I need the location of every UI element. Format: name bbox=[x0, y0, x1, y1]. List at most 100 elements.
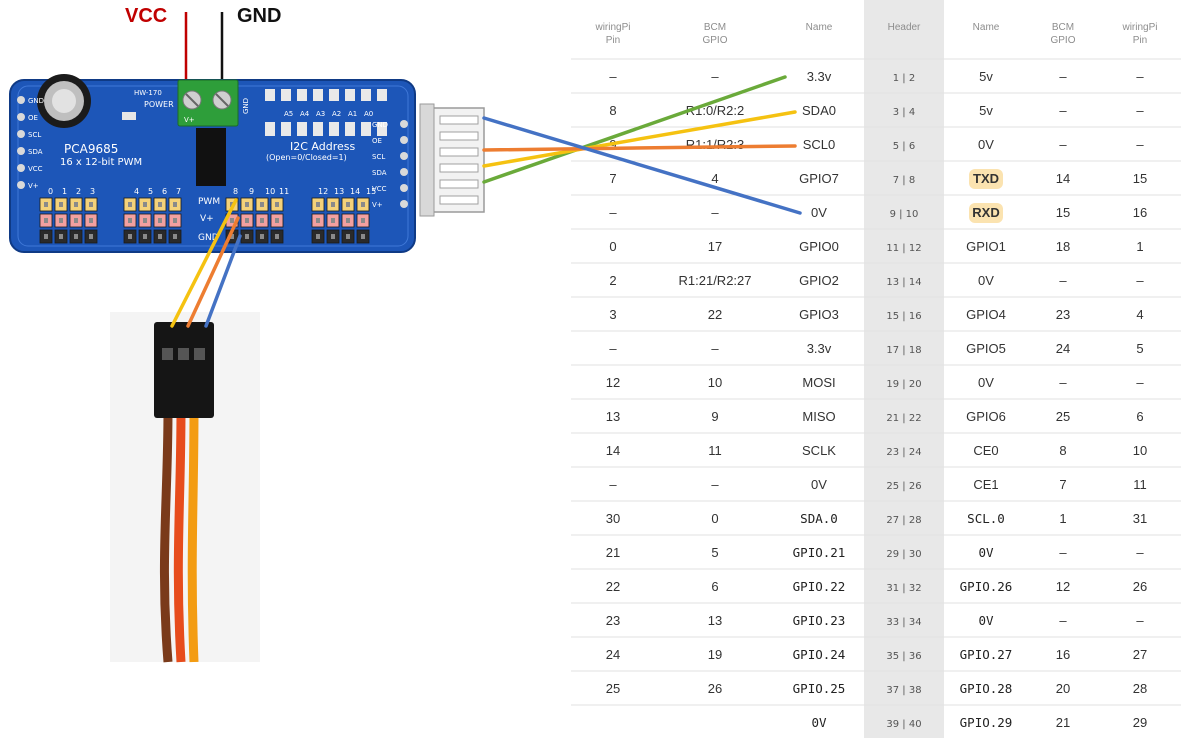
table-cell-br: 12 bbox=[1056, 579, 1070, 594]
table-cell-nl: MISO bbox=[802, 409, 835, 424]
table-cell-wr: 29 bbox=[1133, 715, 1147, 730]
right-pin-label: OE bbox=[372, 137, 382, 145]
channel-number: 13 bbox=[334, 187, 344, 196]
table-cell-h: 33 | 34 bbox=[886, 617, 921, 628]
table-cell-br: 24 bbox=[1056, 341, 1070, 356]
control-pin-pad bbox=[17, 96, 25, 104]
control-pin-pad bbox=[17, 164, 25, 172]
table-cell-nr: 0V bbox=[978, 375, 994, 390]
table-cell-wl: 7 bbox=[609, 171, 616, 186]
right-pin-label: V+ bbox=[372, 201, 383, 209]
connector-slot bbox=[439, 115, 479, 125]
table-cell-wr: 1 bbox=[1136, 239, 1143, 254]
table-cell-h: 31 | 32 bbox=[886, 583, 921, 594]
servo-wire-orange bbox=[187, 409, 199, 663]
table-cell-bl: 13 bbox=[708, 613, 722, 628]
table-cell-wr: – bbox=[1136, 545, 1144, 560]
table-cell-wr: 16 bbox=[1133, 205, 1147, 220]
table-cell-bl: 10 bbox=[708, 375, 722, 390]
table-cell-h: 21 | 22 bbox=[886, 413, 921, 424]
connector-slot bbox=[439, 163, 479, 173]
table-cell-nr: GPIO5 bbox=[966, 341, 1006, 356]
address-pad bbox=[377, 122, 387, 136]
table-cell-h: 7 | 8 bbox=[893, 175, 915, 186]
table-cell-bl: 5 bbox=[711, 545, 718, 560]
table-cell-wl: 23 bbox=[606, 613, 620, 628]
table-cell-br: 20 bbox=[1056, 681, 1070, 696]
table-cell-bl: – bbox=[711, 69, 719, 84]
table-cell-h: 23 | 24 bbox=[886, 447, 921, 458]
table-cell-nr: RXD bbox=[972, 205, 999, 220]
left-pin-label: OE bbox=[28, 114, 38, 122]
table-cell-wr: 11 bbox=[1133, 477, 1147, 492]
terminal-vplus-label: V+ bbox=[184, 116, 195, 124]
table-cell-nl: SCL0 bbox=[803, 137, 836, 152]
address-pad bbox=[297, 89, 307, 101]
table-cell-nl: SDA0 bbox=[802, 103, 836, 118]
wire-servo-signal bbox=[170, 198, 238, 328]
table-cell-bl: 19 bbox=[708, 647, 722, 662]
channel-number: 14 bbox=[350, 187, 360, 196]
table-cell-bl: 26 bbox=[708, 681, 722, 696]
table-cell-wl: 25 bbox=[606, 681, 620, 696]
table-cell-br: 25 bbox=[1056, 409, 1070, 424]
connector-slot bbox=[439, 179, 479, 189]
servo bbox=[110, 312, 260, 663]
servo-connector bbox=[154, 322, 214, 418]
gnd-label: GND bbox=[237, 5, 281, 27]
table-cell-wr: – bbox=[1136, 103, 1144, 118]
address-bit-label: A1 bbox=[348, 110, 357, 118]
table-cell-nr: GPIO.29 bbox=[960, 715, 1013, 730]
channel-number: 1 bbox=[62, 187, 67, 196]
control-pin-pad bbox=[17, 147, 25, 155]
table-cell-h: 5 | 6 bbox=[893, 141, 915, 152]
right-pin-label: SCL bbox=[372, 153, 385, 161]
table-cell-nl: GPIO.25 bbox=[793, 681, 846, 696]
table-cell-nl: SDA.0 bbox=[800, 511, 838, 526]
channel-number: 9 bbox=[249, 187, 254, 196]
table-cell-nl: GPIO0 bbox=[799, 239, 839, 254]
table-cell-nl: GPIO2 bbox=[799, 273, 839, 288]
channel-number: 12 bbox=[318, 187, 328, 196]
chip-label: PCA9685 bbox=[64, 142, 118, 156]
address-pad bbox=[297, 122, 307, 136]
address-pad bbox=[265, 122, 275, 136]
left-pin-label: GND bbox=[28, 97, 44, 105]
table-cell-nr: 5v bbox=[979, 103, 993, 118]
table-cell-h: 35 | 36 bbox=[886, 651, 921, 662]
table-cell-wr: – bbox=[1136, 137, 1144, 152]
control-pin-pad bbox=[400, 152, 408, 160]
row-label-vplus: V+ bbox=[200, 214, 214, 224]
channel-number: 10 bbox=[265, 187, 275, 196]
i2c-connector bbox=[419, 103, 485, 217]
connection-wires bbox=[170, 75, 802, 328]
table-cell-nl: 3.3v bbox=[807, 69, 832, 84]
i2c-address-note: (Open=0/Closed=1) bbox=[266, 153, 347, 162]
address-pad bbox=[281, 122, 291, 136]
row-label-pwm: PWM bbox=[198, 197, 220, 207]
servo-wire-red bbox=[173, 409, 186, 663]
control-pin-pad bbox=[400, 200, 408, 208]
table-cell-br: 8 bbox=[1059, 443, 1066, 458]
table-header: Header bbox=[888, 22, 921, 33]
channel-number: 3 bbox=[90, 187, 95, 196]
table-cell-nl: GPIO7 bbox=[799, 171, 839, 186]
table-cell-h: 17 | 18 bbox=[886, 345, 921, 356]
table-cell-wl: 8 bbox=[609, 103, 616, 118]
serial-highlight bbox=[969, 169, 1003, 189]
right-pin-label: VCC bbox=[372, 185, 387, 193]
table-header: Name bbox=[973, 22, 1000, 33]
control-pin-pad bbox=[17, 130, 25, 138]
address-pad bbox=[281, 89, 291, 101]
table-cell-nl: MOSI bbox=[802, 375, 835, 390]
table-cell-br: 15 bbox=[1056, 205, 1070, 220]
